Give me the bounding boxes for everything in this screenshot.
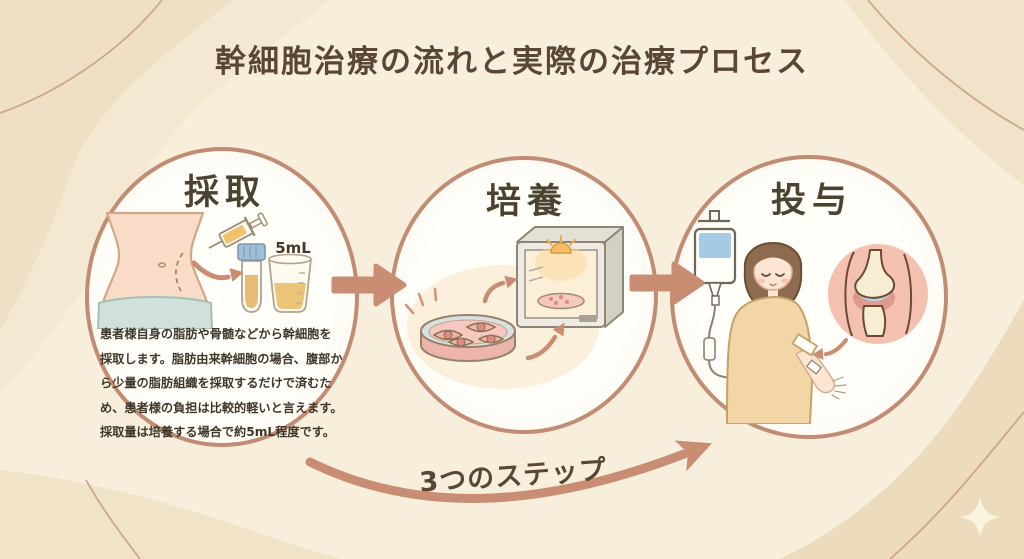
syringe-icon bbox=[208, 212, 268, 249]
step-label-culture: 培養 bbox=[485, 182, 568, 222]
decor-line-top-left bbox=[0, 0, 163, 114]
step-circle-administration: 投与 bbox=[670, 155, 948, 439]
corner-blob-top-left-soft bbox=[0, 0, 330, 392]
step-description-collection: 患者様自身の脂肪や骨髄などから幹細胞を 採取します。脂肪由来幹細胞の場合、腹部か… bbox=[100, 327, 343, 440]
iv-bag-icon bbox=[693, 210, 811, 379]
administration-illustration bbox=[693, 210, 928, 424]
knee-joint-icon bbox=[828, 244, 928, 344]
beaker-icon bbox=[268, 253, 312, 313]
corner-blob-bottom-right bbox=[780, 300, 1024, 559]
three-steps-arrow bbox=[305, 440, 713, 503]
transfer-arrow-up bbox=[482, 275, 518, 304]
corner-blob-bottom-left bbox=[0, 470, 340, 559]
step-circle-culture: 培養 bbox=[390, 156, 658, 434]
step-label-collection: 採取 bbox=[183, 173, 266, 213]
warm-glow bbox=[407, 265, 599, 389]
decor-line-top-right bbox=[867, 0, 1024, 131]
incubator-icon bbox=[516, 226, 624, 328]
corner-blob-top-left bbox=[0, 0, 232, 330]
culture-illustration bbox=[404, 226, 624, 389]
decor-line-bottom-left bbox=[85, 479, 141, 559]
step-arrow-1 bbox=[331, 263, 407, 307]
step-label-administration: 投与 bbox=[770, 181, 853, 221]
collection-illustration: 5mL bbox=[96, 211, 312, 329]
sample-volume-label: 5mL bbox=[275, 239, 311, 257]
transfer-arrow-right bbox=[525, 322, 565, 361]
petri-dish-icon bbox=[420, 314, 516, 362]
page-title: 幹細胞治療の流れと実際の治療プロセス bbox=[215, 44, 809, 80]
test-tube-icon bbox=[237, 243, 266, 313]
sparkle-lines bbox=[404, 287, 438, 315]
patient-illustration bbox=[725, 242, 847, 424]
decor-line-bottom-right bbox=[889, 411, 1024, 559]
step-circle-collection: 採取 bbox=[85, 147, 359, 447]
corner-blob-top-right bbox=[845, 0, 1024, 185]
sparkle-icon bbox=[960, 497, 1000, 537]
abdomen-illustration bbox=[96, 211, 214, 329]
injection-arrow-icon bbox=[812, 338, 848, 360]
extraction-arrow-icon bbox=[191, 260, 244, 282]
step-arrow-2 bbox=[629, 261, 705, 305]
